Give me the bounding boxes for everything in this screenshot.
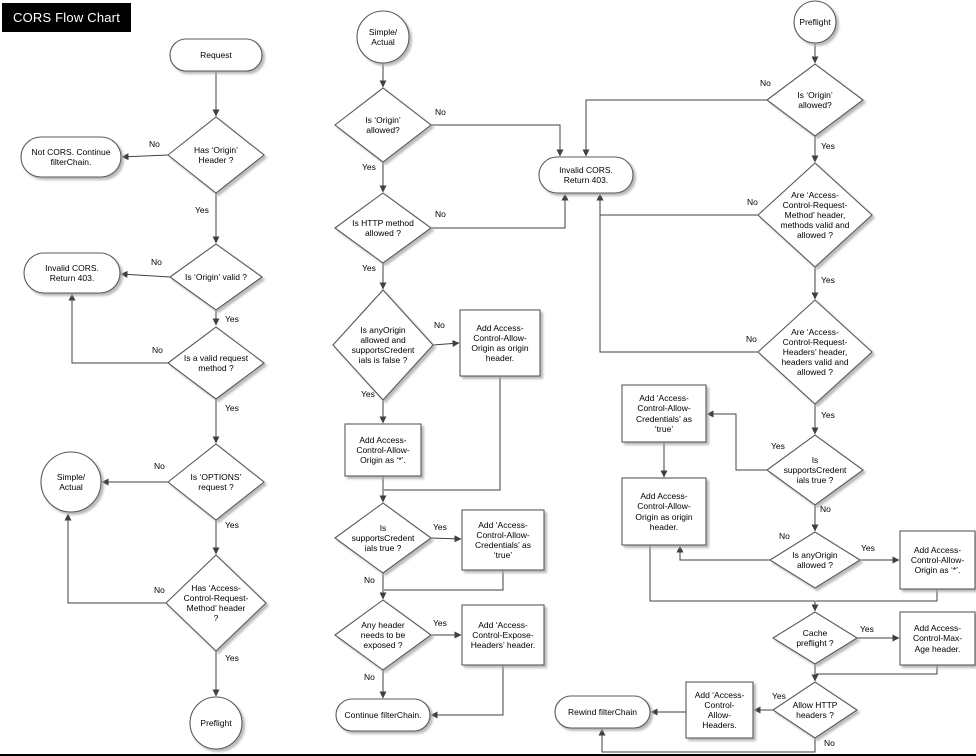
edge-label-yes: Yes bbox=[772, 691, 786, 701]
edge-label-yes: Yes bbox=[362, 263, 376, 273]
connector-line bbox=[816, 589, 938, 602]
edge-label-yes: Yes bbox=[225, 314, 239, 324]
shape-simple-actual-mid bbox=[356, 10, 410, 64]
shape-simple-actual-left bbox=[40, 451, 102, 513]
edge-label-yes: Yes bbox=[362, 162, 376, 172]
connector-line bbox=[384, 376, 501, 491]
shape-add-max-age bbox=[899, 611, 976, 666]
edge-label-yes: Yes bbox=[433, 618, 447, 628]
shape-add-acah bbox=[685, 681, 754, 739]
shape-is-http-method-allowed bbox=[334, 192, 432, 264]
connector-line bbox=[596, 193, 758, 216]
connector-line bbox=[649, 545, 819, 612]
edge-label-yes: Yes bbox=[771, 441, 785, 451]
edge-label-yes: Yes bbox=[361, 389, 375, 399]
edge-label-yes: Yes bbox=[861, 543, 875, 553]
edge-label-no: No bbox=[434, 320, 445, 330]
connector-line bbox=[68, 293, 168, 364]
shape-is-supports-cred-right bbox=[766, 434, 864, 506]
shape-add-acao-origin-mid bbox=[459, 309, 541, 377]
shape-any-header-exposed bbox=[334, 599, 432, 671]
edge-label-no: No bbox=[820, 504, 831, 514]
edge-label-yes: Yes bbox=[821, 275, 835, 285]
shape-not-cors bbox=[20, 136, 122, 178]
edge-label-no: No bbox=[779, 531, 790, 541]
connector-line bbox=[816, 665, 938, 675]
window-bottom-edge bbox=[0, 754, 976, 756]
shape-add-acac-true-right bbox=[621, 384, 707, 443]
shape-has-origin-header bbox=[167, 116, 265, 194]
edge-label-no: No bbox=[364, 672, 375, 682]
shape-is-anyorigin-and-credfalse bbox=[332, 289, 434, 401]
shape-add-acao-origin-right bbox=[621, 477, 707, 546]
edge-label-no: No bbox=[152, 345, 163, 355]
connector-line bbox=[64, 513, 166, 604]
connector-line bbox=[676, 545, 770, 561]
shape-is-origin-allowed-mid bbox=[334, 87, 432, 163]
connector-line bbox=[430, 665, 504, 719]
edge-label-no: No bbox=[824, 738, 835, 748]
connector-line bbox=[596, 193, 758, 353]
connector-line bbox=[121, 153, 169, 161]
edge-label-no: No bbox=[760, 78, 771, 88]
shape-is-origin-allowed-right bbox=[766, 63, 864, 137]
shape-add-acao-star-right bbox=[899, 530, 976, 590]
connector-line bbox=[384, 570, 504, 591]
shape-preflight-right bbox=[793, 0, 837, 44]
connector-line bbox=[706, 410, 767, 471]
edge-label-no: No bbox=[747, 197, 758, 207]
edge-label-yes: Yes bbox=[433, 522, 447, 532]
shape-invalid-cors-left bbox=[23, 252, 121, 294]
edge-label-no: No bbox=[154, 461, 165, 471]
connector-line bbox=[120, 270, 171, 278]
edge-label-yes: Yes bbox=[225, 403, 239, 413]
shape-add-acao-star-mid bbox=[344, 423, 422, 477]
edge-label-no: No bbox=[746, 334, 757, 344]
connector-line bbox=[430, 535, 462, 543]
shape-allow-http-headers bbox=[772, 681, 858, 739]
shape-is-supports-cred-mid bbox=[334, 502, 432, 574]
shapes bbox=[20, 0, 976, 750]
shape-is-origin-valid bbox=[169, 243, 263, 311]
shape-preflight-left bbox=[189, 696, 243, 750]
edge-label-yes: Yes bbox=[195, 205, 209, 215]
shape-add-aceh bbox=[461, 604, 545, 666]
connector-line bbox=[431, 193, 569, 229]
connector-line bbox=[431, 124, 564, 157]
edge-label-yes: Yes bbox=[821, 141, 835, 151]
shape-add-acac-true-mid bbox=[461, 509, 545, 571]
edge-label-yes: Yes bbox=[860, 624, 874, 634]
edge-label-no: No bbox=[435, 107, 446, 117]
connector-line bbox=[582, 99, 767, 157]
connector-line bbox=[598, 728, 816, 753]
edge-label-no: No bbox=[154, 585, 165, 595]
shape-continue-filterchain bbox=[335, 698, 431, 732]
edge-label-yes: Yes bbox=[225, 653, 239, 663]
shape-cache-preflight bbox=[771, 611, 859, 665]
shape-are-acrm-valid bbox=[757, 162, 873, 268]
edge-label-yes: Yes bbox=[225, 520, 239, 530]
connector-line bbox=[432, 340, 460, 347]
edge-label-no: No bbox=[435, 209, 446, 219]
shape-invalid-cors-mid bbox=[538, 156, 634, 194]
shape-has-acrm-header bbox=[165, 554, 267, 652]
connectors bbox=[64, 43, 938, 753]
edge-label-no: No bbox=[151, 257, 162, 267]
edge-label-no: No bbox=[364, 575, 375, 585]
shape-request bbox=[169, 38, 263, 72]
edge-label-no: No bbox=[149, 139, 160, 149]
shape-rewind-filterchain bbox=[554, 695, 651, 729]
page-title: CORS Flow Chart bbox=[2, 3, 132, 32]
shape-is-anyorigin-allowed bbox=[768, 531, 862, 589]
shape-are-acrh-valid bbox=[757, 299, 873, 405]
shape-is-options-request bbox=[167, 443, 265, 521]
edge-label-yes: Yes bbox=[821, 410, 835, 420]
shape-is-valid-request-method bbox=[167, 326, 265, 400]
